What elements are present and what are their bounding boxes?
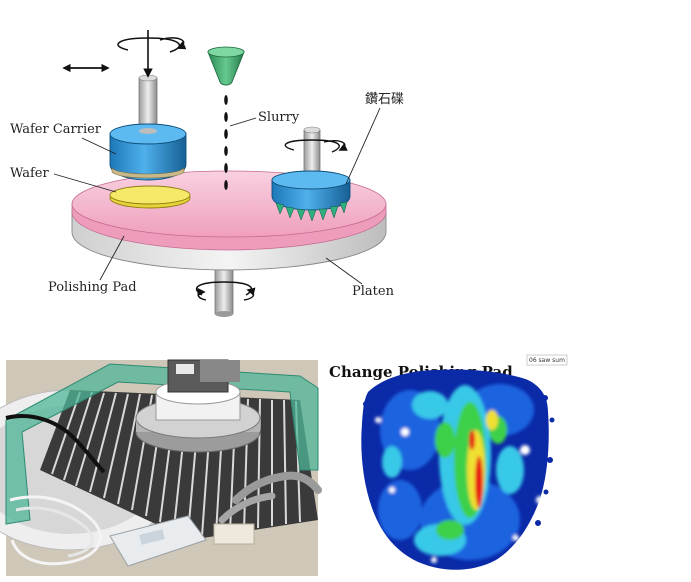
polishing-rig-photo — [0, 359, 322, 576]
diamond-teeth — [275, 201, 348, 222]
svg-text:Platen: Platen — [352, 284, 395, 299]
label-slurry: Slurry — [229, 110, 300, 127]
label-polishing-pad: Polishing Pad — [48, 235, 137, 295]
svg-text:Wafer: Wafer — [10, 166, 49, 181]
svg-text:Slurry: Slurry — [258, 110, 300, 125]
label-wafer-carrier: Wafer Carrier — [10, 122, 117, 155]
label-platen: Platen — [325, 257, 395, 299]
slurry-nozzle — [207, 46, 245, 86]
svg-text:鑽石碟: 鑽石碟 — [365, 91, 404, 107]
cmp-schematic: Wafer Carrier Wafer Slurry 鑽石碟 Polishing… — [10, 30, 404, 317]
svg-text:Polishing Pad: Polishing Pad — [48, 280, 137, 295]
green-frame — [5, 363, 319, 525]
sensor-device — [109, 515, 207, 567]
heatmap-tag: 06 saw sum — [529, 357, 565, 364]
label-diamond-disk: 鑽石碟 — [345, 91, 404, 185]
pad-conditioner — [271, 126, 351, 222]
label-wafer: Wafer — [10, 166, 117, 193]
polishing-head — [135, 359, 261, 453]
wafer-carrier — [109, 74, 187, 181]
svg-text:Wafer Carrier: Wafer Carrier — [10, 122, 102, 137]
polishing-pad-heatmap: Change Polishing Pad 06 saw sum — [329, 354, 568, 570]
slurry-drops — [224, 95, 228, 190]
